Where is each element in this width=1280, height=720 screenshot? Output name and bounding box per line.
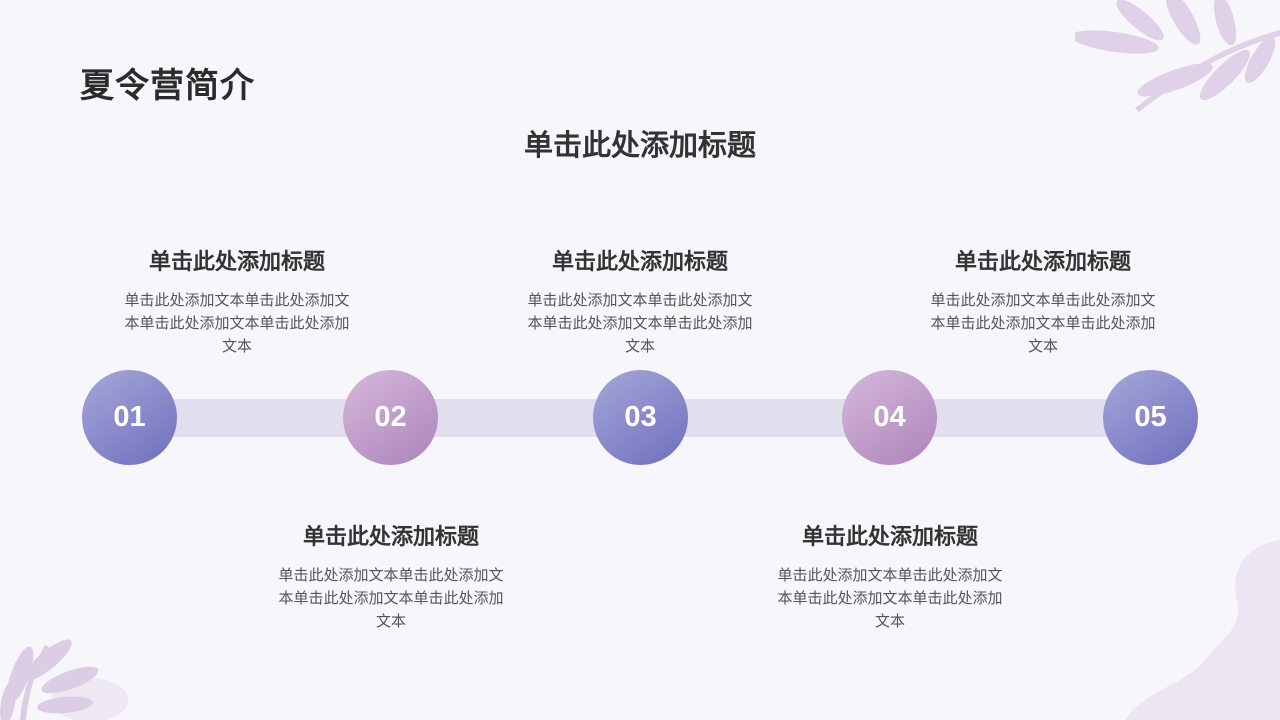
blob-shape [1125,540,1280,720]
step-title: 单击此处添加标题 [302,525,479,550]
leaf-sprig-icon [1075,0,1280,112]
step-node-03: 03 [593,370,688,465]
step-text: 单击此处添加文本单击此处添加文本单击此处添加文本单击此处添加文本 [124,291,350,355]
step-text: 单击此处添加文本单击此处添加文本单击此处添加文本单击此处添加文本 [527,291,753,355]
step-title: 单击此处添加标题 [954,250,1131,275]
step-card-03: 单击此处添加标题 单击此处添加文本单击此处添加文本单击此处添加文本单击此处添加文… [520,249,760,358]
step-card-02: 单击此处添加标题 单击此处添加文本单击此处添加文本单击此处添加文本单击此处添加文… [271,524,511,633]
step-title: 单击此处添加标题 [148,250,325,275]
step-node-05: 05 [1103,370,1198,465]
page-title: 夏令营简介 [80,66,255,106]
step-text: 单击此处添加文本单击此处添加文本单击此处添加文本单击此处添加文本 [777,566,1003,630]
step-card-04: 单击此处添加标题 单击此处添加文本单击此处添加文本单击此处添加文本单击此处添加文… [770,524,1010,633]
step-node-01: 01 [82,370,177,465]
step-title: 单击此处添加标题 [551,250,728,275]
step-card-01: 单击此处添加标题 单击此处添加文本单击此处添加文本单击此处添加文本单击此处添加文… [117,249,357,358]
step-text: 单击此处添加文本单击此处添加文本单击此处添加文本单击此处添加文本 [278,566,504,630]
step-card-05: 单击此处添加标题 单击此处添加文本单击此处添加文本单击此处添加文本单击此处添加文… [923,249,1163,358]
leaf-sprig-icon [0,639,128,720]
step-node-04: 04 [842,370,937,465]
step-node-02: 02 [343,370,438,465]
section-heading: 单击此处添加标题 [523,128,756,162]
step-title: 单击此处添加标题 [801,525,978,550]
step-text: 单击此处添加文本单击此处添加文本单击此处添加文本单击此处添加文本 [930,291,1156,355]
